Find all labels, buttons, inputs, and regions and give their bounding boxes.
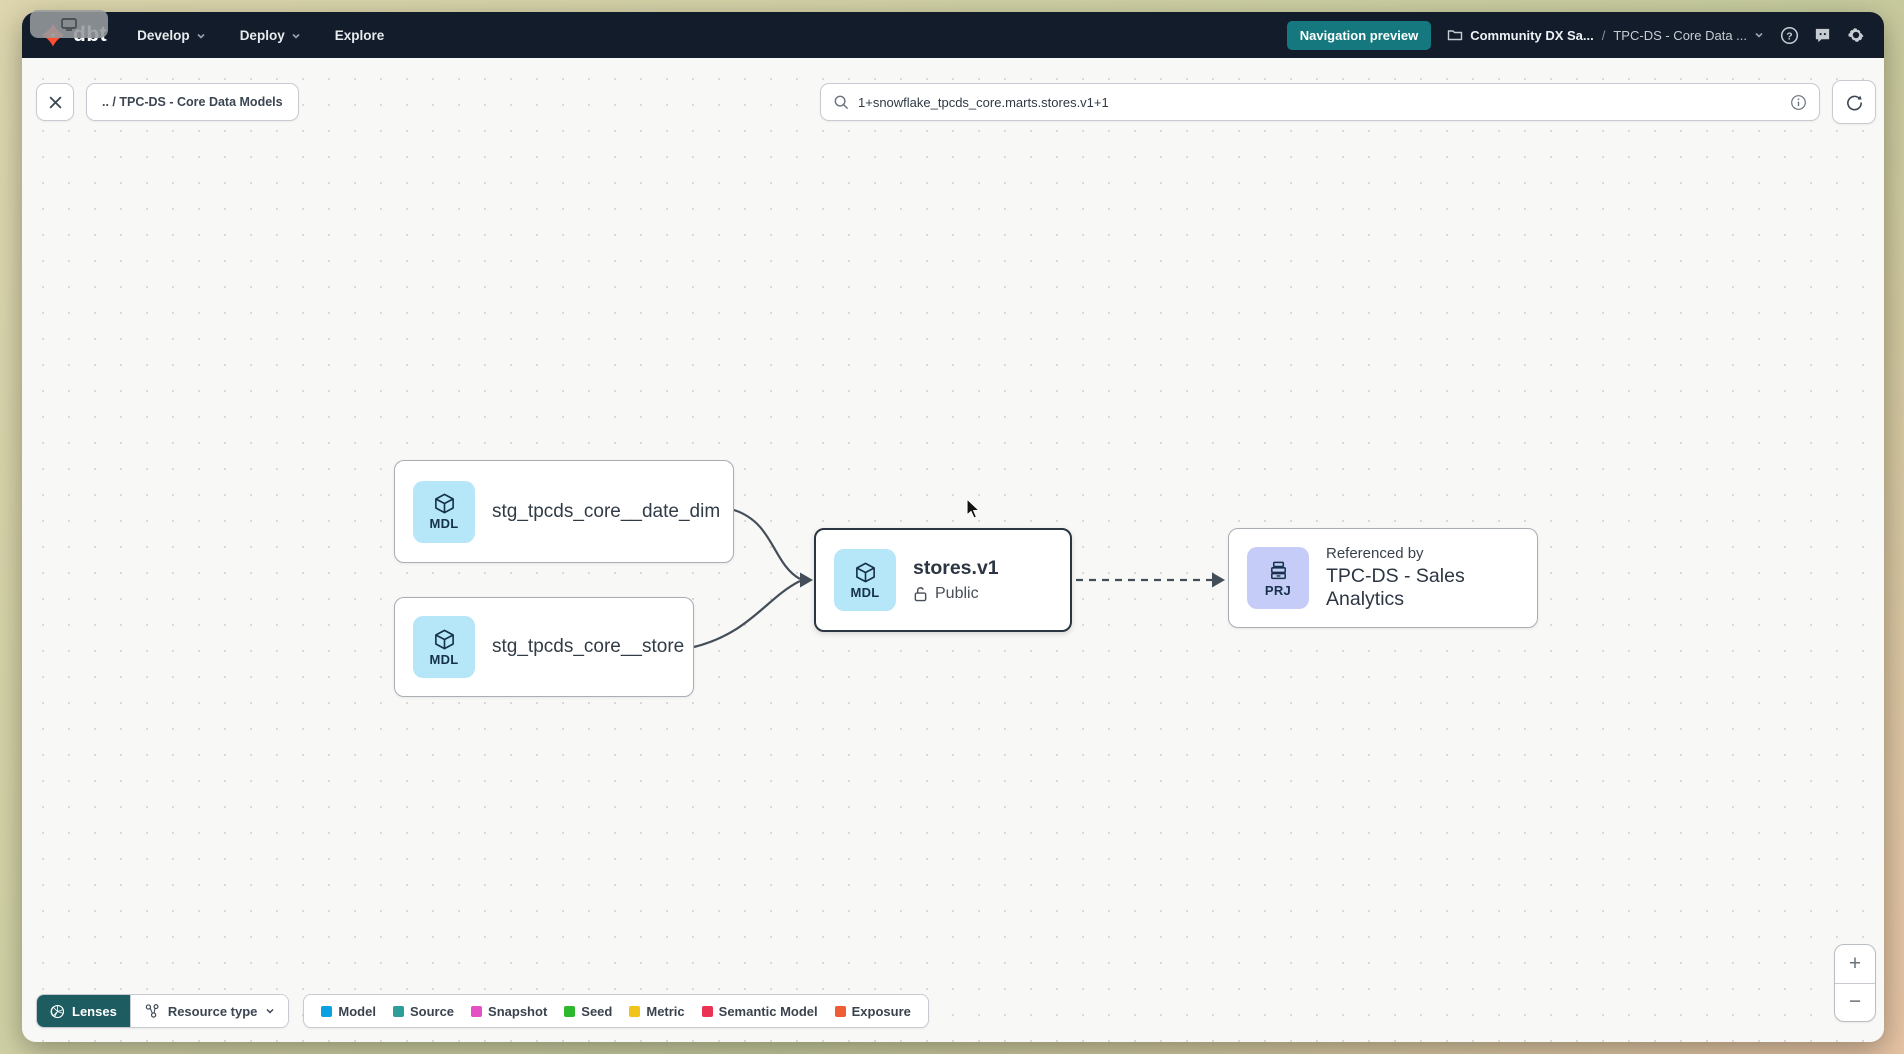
app-window: dbt Develop Deploy Explore Navigation pr… xyxy=(22,12,1884,1042)
node-stores-v1-selected[interactable]: MDL stores.v1 Public xyxy=(814,528,1072,632)
nav-explore[interactable]: Explore xyxy=(335,28,385,43)
refresh-button[interactable] xyxy=(1832,80,1876,124)
model-badge: MDL xyxy=(834,549,896,611)
legend-item-exposure: Exposure xyxy=(835,1004,911,1019)
chevron-down-icon xyxy=(196,31,206,41)
refresh-icon xyxy=(1845,93,1864,112)
info-icon[interactable] xyxy=(1790,94,1807,111)
node-referenced-by-sales-analytics[interactable]: PRJ Referenced by TPC-DS - Sales Analyti… xyxy=(1228,528,1538,628)
node-label: stg_tpcds_core__store xyxy=(492,636,684,658)
chevron-down-icon xyxy=(265,1006,275,1016)
help-icon[interactable]: ? xyxy=(1780,26,1799,45)
legend-item-semantic-model: Semantic Model xyxy=(702,1004,818,1019)
top-navigation-bar: dbt Develop Deploy Explore Navigation pr… xyxy=(22,12,1884,58)
close-icon xyxy=(48,95,63,110)
screen-share-indicator xyxy=(30,10,108,38)
chevron-down-icon xyxy=(1754,30,1764,40)
zoom-out-button[interactable]: − xyxy=(1835,984,1875,1022)
settings-gear-icon[interactable] xyxy=(1846,25,1866,45)
legend-item-metric: Metric xyxy=(629,1004,684,1019)
lenses-button[interactable]: Lenses xyxy=(37,995,130,1027)
breadcrumb-account[interactable]: Community DX Sa... xyxy=(1447,28,1594,43)
folder-icon xyxy=(1447,28,1463,42)
breadcrumb-separator: / xyxy=(1602,28,1606,43)
legend-item-model: Model xyxy=(321,1004,376,1019)
cube-icon xyxy=(854,561,877,584)
navigation-preview-badge[interactable]: Navigation preview xyxy=(1287,21,1431,50)
node-label: stg_tpcds_core__date_dim xyxy=(492,501,720,523)
close-button[interactable] xyxy=(36,83,74,121)
nav-develop[interactable]: Develop xyxy=(137,28,206,43)
resource-type-legend: Model Source Snapshot Seed Metric Semant… xyxy=(303,994,928,1028)
chevron-down-icon xyxy=(291,31,301,41)
legend-swatch xyxy=(393,1006,404,1017)
lens-controls: Lenses Resource type xyxy=(36,994,289,1028)
model-badge: MDL xyxy=(413,616,475,678)
zoom-controls: + − xyxy=(1834,944,1876,1022)
node-label: TPC-DS - Sales Analytics xyxy=(1326,565,1519,611)
lineage-search[interactable] xyxy=(820,83,1820,121)
svg-text:?: ? xyxy=(1786,31,1792,42)
legend-item-seed: Seed xyxy=(564,1004,612,1019)
search-input[interactable] xyxy=(858,95,1781,110)
unlock-icon xyxy=(913,586,928,602)
zoom-in-button[interactable]: + xyxy=(1835,945,1875,984)
node-access: Public xyxy=(913,585,999,603)
graph-toolbar: .. / TPC-DS - Core Data Models xyxy=(22,80,1884,124)
lineage-path-chip[interactable]: .. / TPC-DS - Core Data Models xyxy=(86,83,299,121)
node-kicker: Referenced by xyxy=(1326,545,1519,562)
feedback-icon[interactable] xyxy=(1813,26,1832,45)
legend-swatch xyxy=(564,1006,575,1017)
breadcrumb: Community DX Sa... / TPC-DS - Core Data … xyxy=(1447,28,1764,43)
node-stg-tpcds-core-store[interactable]: MDL stg_tpcds_core__store xyxy=(394,597,694,697)
legend-swatch xyxy=(629,1006,640,1017)
legend-swatch xyxy=(471,1006,482,1017)
footer-controls: Lenses Resource type Model xyxy=(36,994,929,1028)
legend-swatch xyxy=(702,1006,713,1017)
cube-icon xyxy=(433,492,456,515)
resource-type-dropdown[interactable]: Resource type xyxy=(130,995,289,1027)
project-badge: PRJ xyxy=(1247,547,1309,609)
node-stg-tpcds-core-date-dim[interactable]: MDL stg_tpcds_core__date_dim xyxy=(394,460,734,563)
screen-icon xyxy=(61,18,77,31)
legend-item-snapshot: Snapshot xyxy=(471,1004,547,1019)
mouse-cursor xyxy=(965,498,983,520)
archive-stack-icon xyxy=(1267,559,1290,582)
model-badge: MDL xyxy=(413,481,475,543)
legend-swatch xyxy=(835,1006,846,1017)
nav-deploy[interactable]: Deploy xyxy=(240,28,301,43)
breadcrumb-project[interactable]: TPC-DS - Core Data ... xyxy=(1613,28,1764,43)
node-title: stores.v1 xyxy=(913,557,999,580)
lineage-canvas[interactable]: .. / TPC-DS - Core Data Models xyxy=(22,58,1884,1042)
search-icon xyxy=(833,94,849,110)
lens-icon xyxy=(50,1004,65,1019)
legend-swatch xyxy=(321,1006,332,1017)
cube-icon xyxy=(433,628,456,651)
resource-type-icon xyxy=(144,1003,160,1019)
legend-item-source: Source xyxy=(393,1004,454,1019)
